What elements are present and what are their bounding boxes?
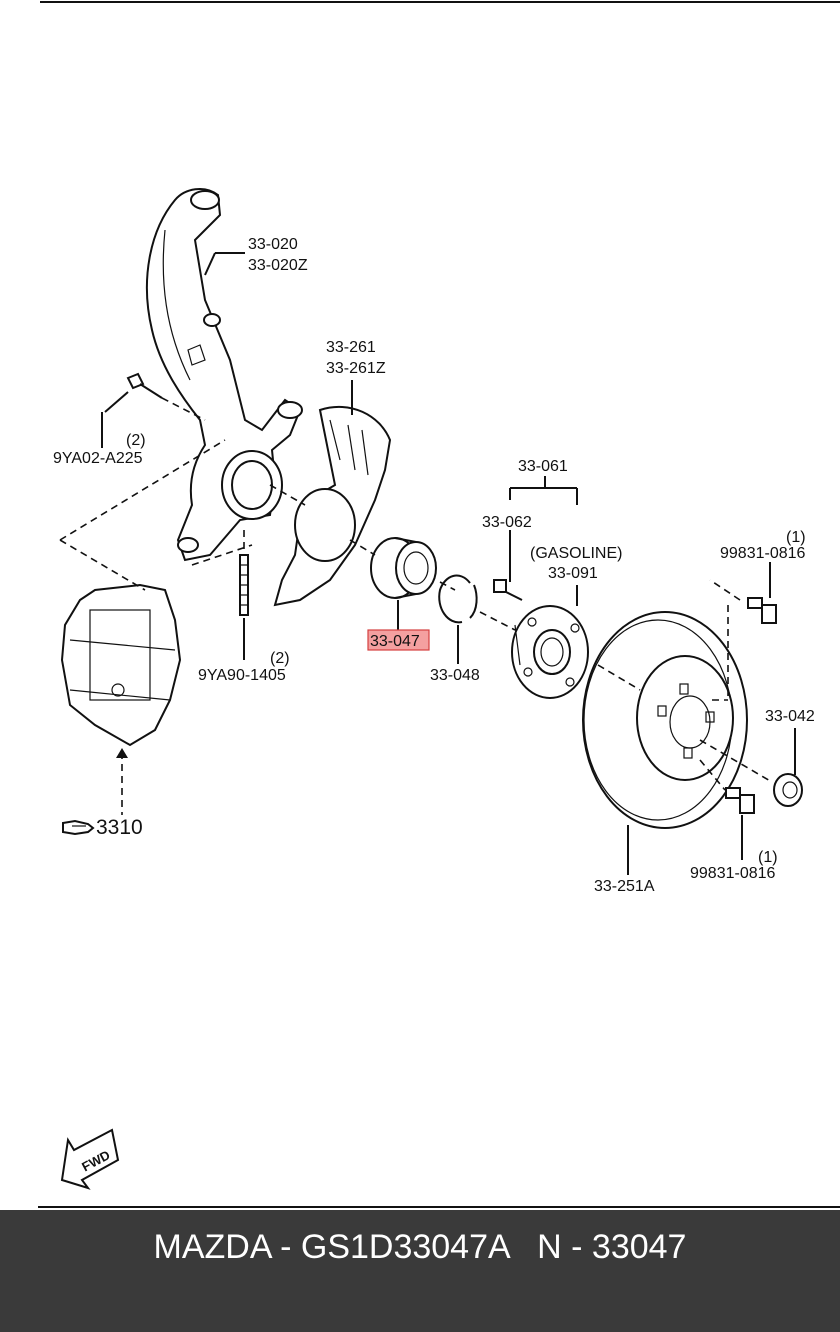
- label-screw-bottom-qty: (1): [758, 849, 778, 866]
- lock-nut[interactable]: [773, 773, 803, 807]
- label-knuckle-bolt[interactable]: 9YA02-A225: [53, 450, 143, 467]
- hub-bolt[interactable]: [493, 579, 523, 601]
- label-hub-bolt[interactable]: 33-062: [482, 514, 532, 531]
- label-knuckle-bolt-qty: (2): [126, 432, 146, 449]
- brake-caliper[interactable]: [60, 583, 182, 747]
- label-stud-qty: (2): [270, 650, 290, 667]
- label-disc[interactable]: 33-251A: [594, 878, 655, 895]
- snap-ring[interactable]: [438, 574, 478, 624]
- label-shield-1[interactable]: 33-261: [326, 339, 376, 356]
- stud-bolt[interactable]: [239, 530, 249, 616]
- label-stud[interactable]: 9YA90-1405: [198, 667, 286, 684]
- part-caption: MAZDA - GS1D33047A N - 33047: [153, 1228, 687, 1266]
- label-knuckle-1[interactable]: 33-020: [248, 236, 298, 253]
- wheel-bearing[interactable]: [370, 537, 437, 599]
- label-hub-group[interactable]: 33-061: [518, 458, 568, 475]
- knuckle-bolt[interactable]: [126, 372, 206, 421]
- label-nut[interactable]: 33-042: [765, 708, 815, 725]
- label-screw-top[interactable]: 99831-0816: [720, 545, 806, 562]
- label-bearing[interactable]: 33-047: [370, 633, 420, 650]
- dust-shield[interactable]: [273, 405, 392, 607]
- parts-diagram: 33-020 33-020Z 33-261 33-261Z 33-061 33-…: [38, 1, 840, 1208]
- label-gasoline: (GASOLINE): [530, 545, 622, 562]
- fwd-arrow-icon: FWD: [60, 1128, 120, 1190]
- brake-disc[interactable]: [582, 611, 748, 829]
- label-hub[interactable]: 33-091: [548, 565, 598, 582]
- label-shield-2[interactable]: 33-261Z: [326, 360, 386, 377]
- assembly-lines: [59, 439, 773, 815]
- label-screw-bottom[interactable]: 99831-0816: [690, 865, 776, 882]
- footer-bar: MAZDA - GS1D33047A N - 33047: [0, 1210, 840, 1332]
- disc-screw-bottom[interactable]: [725, 787, 755, 814]
- label-knuckle-2[interactable]: 33-020Z: [248, 257, 308, 274]
- label-snap-ring[interactable]: 33-048: [430, 667, 480, 684]
- label-caliper-ref[interactable]: 3310: [96, 816, 143, 839]
- steering-knuckle[interactable]: [146, 188, 303, 562]
- disc-screw-top[interactable]: [709, 579, 777, 624]
- wheel-hub[interactable]: [511, 605, 589, 699]
- hand-pointer-icon: [62, 819, 95, 836]
- label-screw-top-qty: (1): [786, 529, 806, 546]
- leader-lines: [101, 252, 796, 875]
- caliper-arrow-icon: [116, 748, 128, 758]
- bearing-highlight: [367, 629, 430, 651]
